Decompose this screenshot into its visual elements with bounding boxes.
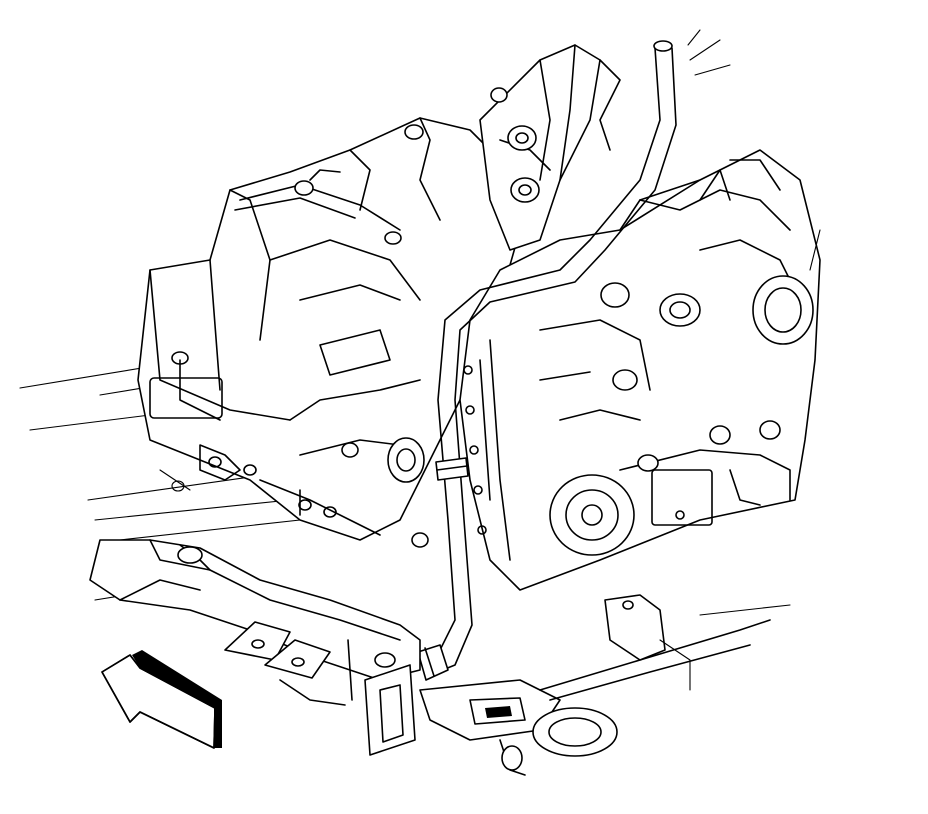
upper-brackets [479, 29, 731, 251]
transmission-icon [459, 149, 821, 591]
coolant-hose-icon [417, 40, 677, 681]
crossmember-icon [89, 539, 791, 776]
direction-arrow-icon [101, 650, 222, 749]
engine-block-icon [137, 117, 521, 548]
